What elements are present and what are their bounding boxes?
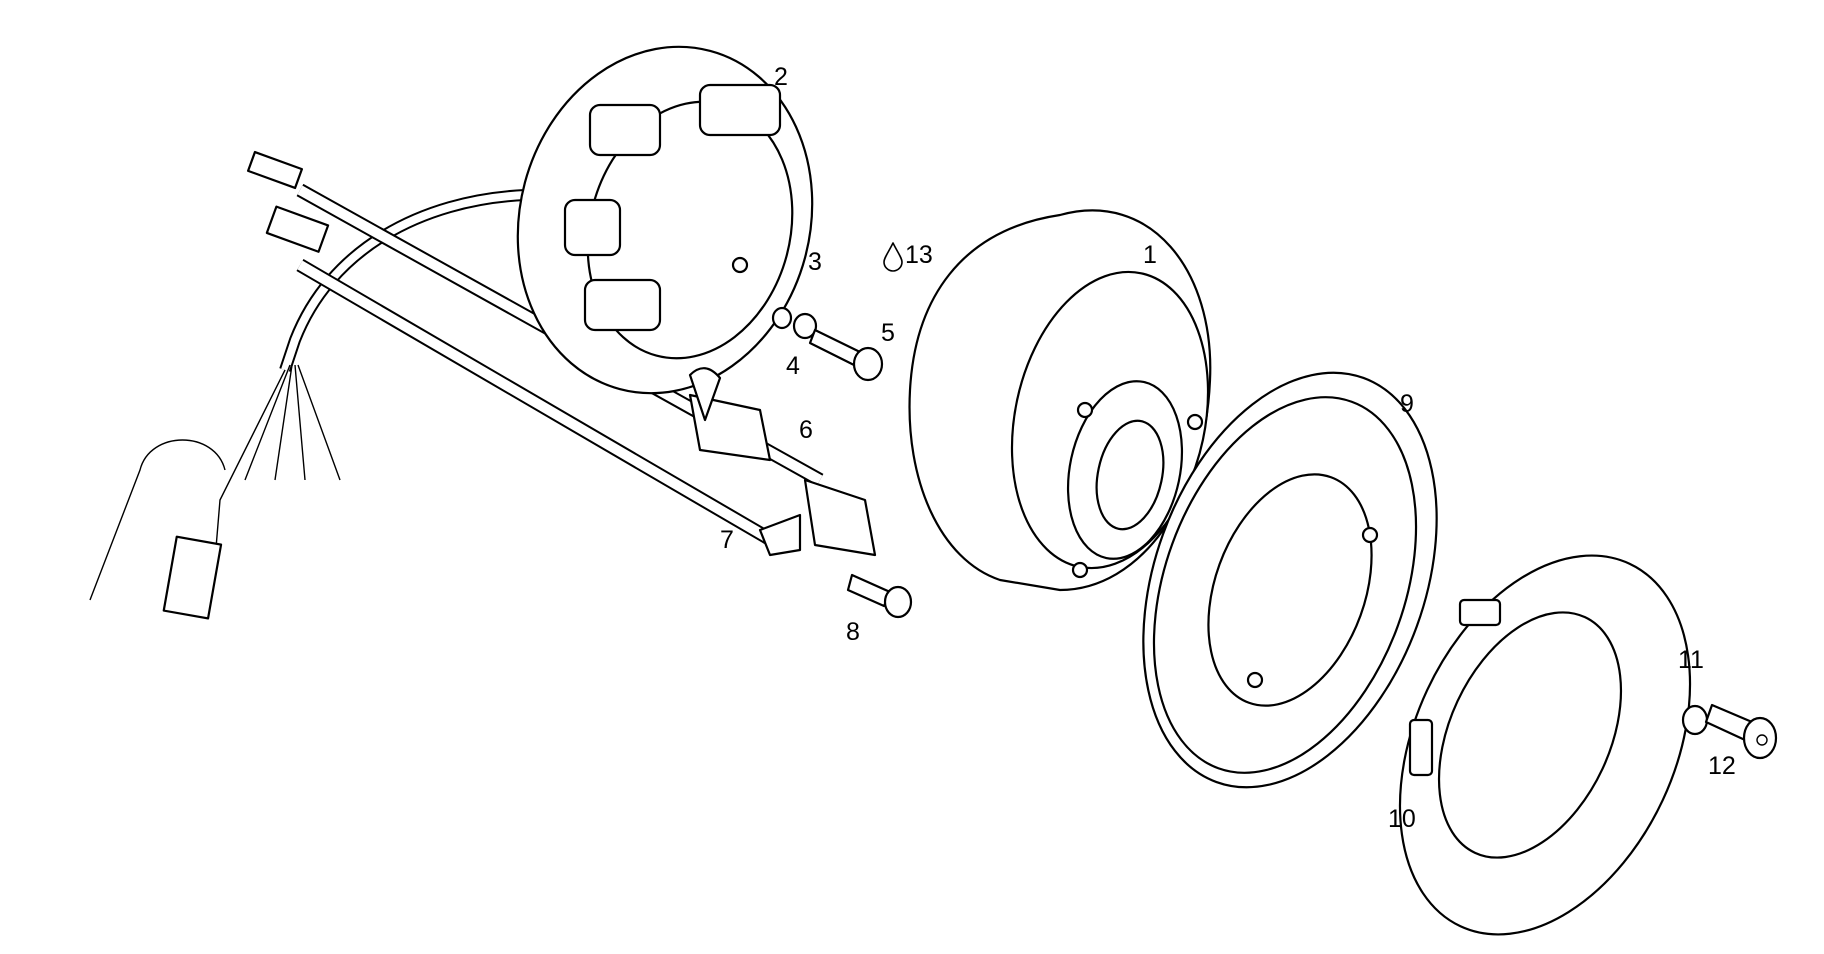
stator — [516, 45, 814, 395]
screw-5 — [808, 328, 884, 382]
label-part-12: 12 — [1708, 752, 1736, 780]
label-part-10: 10 — [1388, 805, 1416, 833]
cover-9 — [1142, 371, 1438, 789]
pickup-7 — [758, 478, 877, 557]
ring-10 — [1398, 554, 1692, 936]
label-part-2: 2 — [774, 63, 788, 91]
label-part-6: 6 — [799, 416, 813, 444]
flywheel — [908, 209, 1212, 592]
washer-4 — [792, 312, 818, 340]
label-part-8: 8 — [846, 618, 860, 646]
label-part-5: 5 — [881, 319, 895, 347]
screw-8 — [846, 573, 913, 619]
washer-11 — [1681, 704, 1709, 736]
label-part-3: 3 — [808, 248, 822, 276]
oil-drop-icon — [883, 242, 903, 272]
washer-3 — [771, 306, 793, 330]
label-part-11: 11 — [1678, 646, 1704, 674]
screw-12 — [1704, 703, 1778, 760]
label-part-4: 4 — [786, 352, 800, 380]
pickup-6 — [688, 367, 772, 462]
label-part-9: 9 — [1400, 390, 1414, 418]
label-part-13: 13 — [905, 241, 933, 269]
label-part-1: 1 — [1143, 241, 1157, 269]
label-part-7: 7 — [720, 526, 734, 554]
